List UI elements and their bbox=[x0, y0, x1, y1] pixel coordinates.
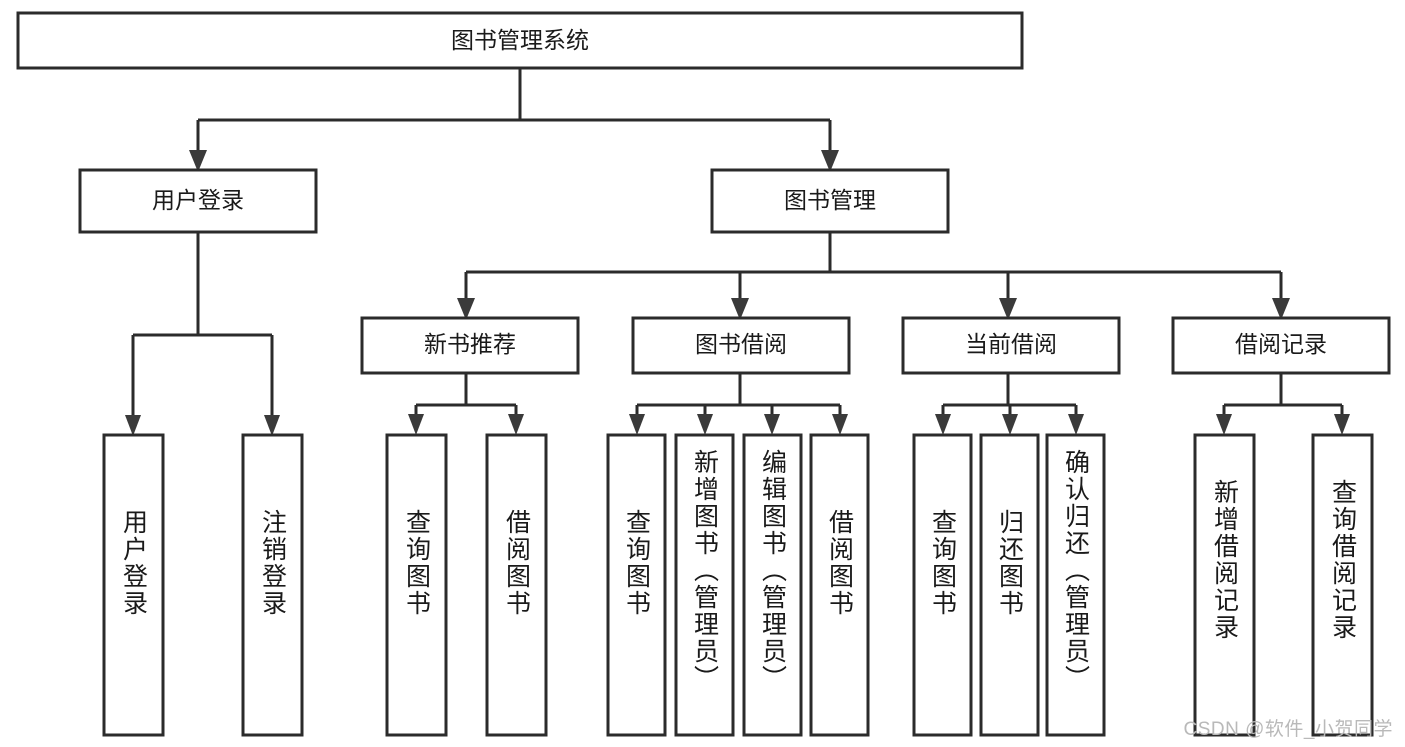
node-box-current-borrow[interactable] bbox=[901, 316, 1121, 375]
arrow-head-current-borrow bbox=[999, 298, 1017, 320]
leaf-box-new-book-1[interactable] bbox=[485, 433, 548, 737]
arrow-head-new-book bbox=[457, 298, 475, 320]
connector-group-book-borrow bbox=[629, 373, 848, 435]
arrow-head-leaf-borrow-record-1 bbox=[1334, 414, 1350, 435]
leaf-box-user-login-0[interactable] bbox=[102, 433, 165, 737]
leaf-box-book-borrow-1[interactable] bbox=[674, 433, 735, 737]
node-label-borrow-record: 借阅记录 bbox=[1235, 331, 1327, 357]
node-label-root: 图书管理系统 bbox=[451, 27, 589, 53]
node-box-new-book-recommend[interactable] bbox=[360, 316, 580, 375]
connector-group-borrow-record bbox=[1216, 373, 1350, 435]
arrow-head-leaf-borrow-record-0 bbox=[1216, 414, 1232, 435]
node-label-user-login: 用户登录 bbox=[152, 187, 244, 213]
arrow-head-book-manage bbox=[821, 150, 839, 172]
arrow-head-leaf-user-login-0 bbox=[125, 415, 141, 436]
leaf-box-current-borrow-1[interactable] bbox=[979, 433, 1040, 737]
leaf-box-borrow-record-0[interactable] bbox=[1193, 433, 1256, 737]
node-label-current-borrow: 当前借阅 bbox=[965, 331, 1057, 357]
leaf-box-new-book-0[interactable] bbox=[385, 433, 448, 737]
connector-group-root bbox=[189, 68, 839, 172]
watermark-text: CSDN @软件_小贺同学 bbox=[1183, 719, 1393, 740]
arrow-head-leaf-user-login-1 bbox=[264, 415, 280, 436]
arrow-head-user-login bbox=[189, 150, 207, 172]
connector-group-user-login bbox=[125, 232, 280, 436]
leaf-box-book-borrow-0[interactable] bbox=[606, 433, 667, 737]
leaf-box-current-borrow-0[interactable] bbox=[912, 433, 973, 737]
node-box-book-borrow[interactable] bbox=[631, 316, 851, 375]
arrow-head-leaf-current-borrow-0 bbox=[935, 414, 951, 435]
arrow-head-leaf-new-book-0 bbox=[408, 414, 424, 435]
arrow-head-borrow-record bbox=[1272, 298, 1290, 320]
arrow-head-leaf-book-borrow-2 bbox=[764, 414, 780, 435]
leaf-box-borrow-record-1[interactable] bbox=[1311, 433, 1374, 737]
arrow-head-leaf-book-borrow-0 bbox=[629, 414, 645, 435]
arrow-head-book-borrow bbox=[731, 298, 749, 320]
node-box-user-login[interactable] bbox=[78, 168, 318, 234]
node-label-new-book-recommend: 新书推荐 bbox=[424, 331, 516, 357]
leaf-box-user-login-1[interactable] bbox=[241, 433, 304, 737]
arrow-head-leaf-book-borrow-1 bbox=[697, 414, 713, 435]
leaf-box-current-borrow-2[interactable] bbox=[1045, 433, 1106, 737]
node-box-root[interactable] bbox=[16, 11, 1024, 70]
connector-group-new-book bbox=[408, 373, 524, 435]
node-label-book-borrow: 图书借阅 bbox=[695, 331, 787, 357]
arrow-head-leaf-new-book-1 bbox=[508, 414, 524, 435]
node-box-book-manage[interactable] bbox=[710, 168, 950, 234]
leaf-box-book-borrow-3[interactable] bbox=[809, 433, 870, 737]
node-label-book-manage: 图书管理 bbox=[784, 187, 876, 213]
arrow-head-leaf-current-borrow-2 bbox=[1068, 414, 1084, 435]
connector-group-current-borrow bbox=[935, 373, 1084, 435]
connector-group-book-manage bbox=[457, 232, 1290, 320]
node-box-borrow-record[interactable] bbox=[1171, 316, 1391, 375]
leaf-box-book-borrow-2[interactable] bbox=[742, 433, 803, 737]
arrow-head-leaf-book-borrow-3 bbox=[832, 414, 848, 435]
arrow-head-leaf-current-borrow-1 bbox=[1002, 414, 1018, 435]
